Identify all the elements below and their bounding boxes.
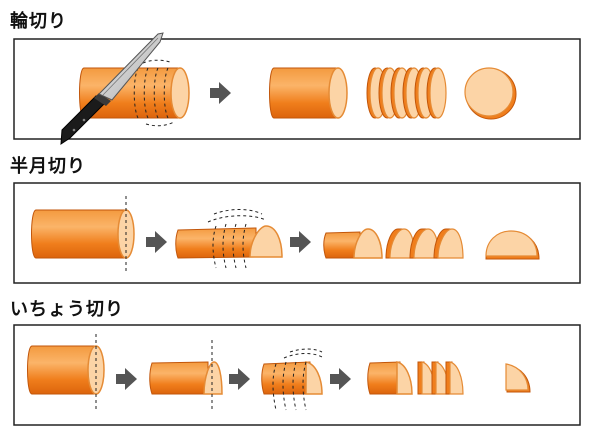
whole-carrot xyxy=(31,196,135,274)
section-title-hangetsugiri: 半月切り xyxy=(10,156,86,177)
half-moon-slice xyxy=(485,230,540,260)
section-title-wagiri: 輪切り xyxy=(10,11,67,32)
quarter-slices xyxy=(417,361,464,395)
round-slice xyxy=(464,67,517,120)
section-title-ichougiri: いちょう切り xyxy=(10,299,124,320)
carrot-piece xyxy=(269,67,348,119)
round-slices xyxy=(366,67,447,119)
half-moon-block xyxy=(323,228,383,259)
half-moon-piece xyxy=(175,209,283,269)
quarter-piece xyxy=(261,348,325,411)
whole-carrot xyxy=(27,334,105,412)
whole-carrot xyxy=(79,59,190,127)
quarter-block xyxy=(367,361,413,395)
half-moon-slices xyxy=(385,228,464,259)
knife-icon xyxy=(60,32,164,145)
quarter-slice xyxy=(505,363,531,393)
half-moon-piece xyxy=(149,340,223,412)
